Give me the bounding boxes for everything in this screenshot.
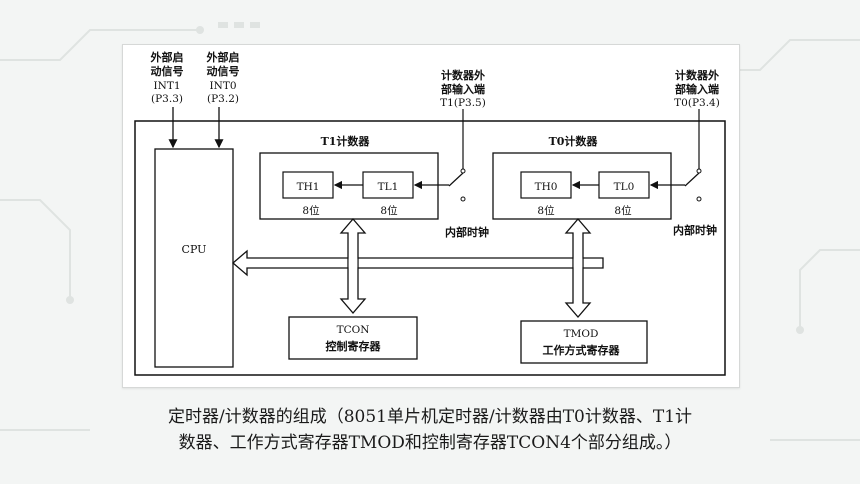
- int1-label-line2: 动信号: [151, 64, 184, 78]
- int0-label-line1: 外部启: [206, 50, 240, 64]
- int0-label-line2: 动信号: [207, 64, 240, 78]
- figure-caption: 定时器/计数器的组成（8051单片机定时器/计数器由T0计数器、T1计 数器、工…: [90, 404, 770, 456]
- tcon-label-line2: 控制寄存器: [326, 339, 382, 353]
- timer-counter-diagram: 外部启 动信号 INT1 (P3.3) 外部启 动信号 INT0 (P3.2) …: [122, 44, 740, 388]
- th1-label: TH1: [297, 181, 320, 193]
- tmod-register: [520, 320, 648, 364]
- th1-register: [282, 171, 334, 199]
- diagram-svg: 外部启 动信号 INT1 (P3.3) 外部启 动信号 INT0 (P3.2) …: [134, 50, 726, 376]
- t0-input-line1: 计数器外: [675, 68, 719, 82]
- t0-counter-title: T0计数器: [549, 134, 599, 148]
- t0-switch-top: [696, 168, 702, 174]
- t1-internal-clock-label: 内部时钟: [445, 225, 489, 239]
- t0-counter-block: [492, 152, 672, 220]
- int0-label-line3: INT0: [209, 80, 236, 92]
- t0-internal-clock-label: 内部时钟: [673, 223, 717, 237]
- tmod-label-line1: TMOD: [564, 328, 599, 340]
- tl0-label: TL0: [614, 181, 635, 193]
- t1-input-line1: 计数器外: [441, 68, 485, 82]
- int0-label-line4: (P3.2): [207, 93, 239, 105]
- th0-register: [520, 171, 572, 199]
- t1-counter-block: [259, 152, 439, 220]
- chip-outline: [134, 120, 726, 376]
- t0-input-line3: T0(P3.4): [674, 97, 720, 109]
- int1-label-line4: (P3.3): [151, 93, 183, 105]
- int1-label-line1: 外部启: [150, 50, 184, 64]
- internal-bus: [232, 218, 604, 318]
- t0-input-line2: 部输入端: [675, 82, 719, 96]
- t1-counter-title: T1计数器: [321, 134, 371, 148]
- tl1-label: TL1: [378, 181, 399, 193]
- t1-input-line2: 部输入端: [441, 82, 485, 96]
- tcon-label-line1: TCON: [337, 324, 370, 336]
- th0-label: TH0: [535, 181, 558, 193]
- t1-switch-top: [460, 168, 466, 174]
- t0-switch-blade: [684, 172, 700, 187]
- t1-input-line3: T1(P3.5): [440, 97, 486, 109]
- th0-bits: 8位: [537, 204, 555, 217]
- tl1-bits: 8位: [380, 204, 398, 217]
- t0-switch-bottom: [696, 196, 702, 202]
- cpu-label: CPU: [182, 243, 207, 256]
- t1-switch-blade: [448, 172, 464, 187]
- t1-switch-bottom: [460, 196, 466, 202]
- tmod-label-line2: 工作方式寄存器: [543, 343, 621, 357]
- cpu-block: [154, 148, 234, 368]
- tcon-register: [288, 316, 418, 360]
- caption-line-2: 数器、工作方式寄存器TMOD和控制寄存器TCON4个部分组成。）: [178, 433, 682, 453]
- caption-line-1: 定时器/计数器的组成（8051单片机定时器/计数器由T0计数器、T1计: [167, 407, 693, 427]
- th1-bits: 8位: [302, 204, 320, 217]
- int1-label-line3: INT1: [153, 80, 180, 92]
- tl0-bits: 8位: [614, 204, 632, 217]
